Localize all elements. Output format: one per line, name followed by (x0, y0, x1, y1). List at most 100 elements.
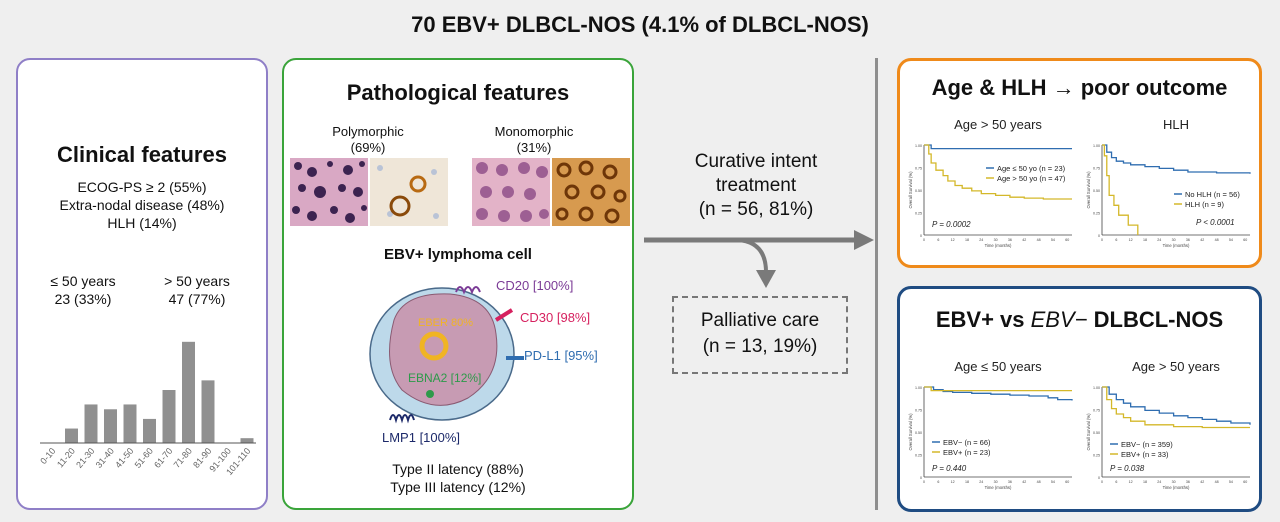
comparison-heading-a: EBV+ vs (935, 307, 1031, 332)
km-x-tick-label: 24 (979, 238, 983, 242)
km-x-tick-label: 48 (1037, 480, 1041, 484)
km-x-tick-label: 48 (1215, 238, 1219, 242)
km-x-tick-label: 60 (1243, 480, 1247, 484)
km-legend-label: Age > 50 yo (n = 47) (997, 174, 1066, 183)
histogram-tick-label: 31-40 (94, 446, 116, 470)
section-divider (875, 58, 878, 510)
pathology-heading: Pathological features (346, 80, 570, 105)
young-age-value: 23 (33%) (54, 291, 112, 307)
km-x-tick-label: 12 (951, 238, 955, 242)
km-legend-label: EBV− (n = 359) (1121, 440, 1173, 449)
lymphoma-cell-diagram (369, 286, 524, 424)
km-survival-curve (924, 144, 1072, 150)
polymorphic-label: Polymorphic (332, 124, 404, 139)
km-x-tick-label: 42 (1022, 480, 1026, 484)
km-x-axis-label: Time (months) (985, 485, 1012, 490)
km-legend-label: EBV+ (n = 33) (1121, 450, 1169, 459)
latency-type2: Type II latency (88%) (392, 461, 524, 477)
lmp1-receptor-icon (389, 414, 415, 424)
km-p-value: P = 0.038 (1110, 464, 1145, 473)
old-age-label: > 50 years (164, 273, 230, 289)
monomorphic-label: Monomorphic (494, 124, 574, 139)
km-x-tick-label: 54 (1051, 480, 1055, 484)
histogram-bar (104, 409, 117, 443)
polymorphic-ihc-image (370, 158, 448, 226)
cd30-label: CD30 [98%] (520, 310, 591, 325)
monomorphic-he-image (472, 158, 550, 226)
km-x-tick-label: 30 (994, 480, 998, 484)
ebna2-dot (426, 390, 434, 398)
cell-title: EBV+ lymphoma cell (384, 246, 532, 263)
pathological-features-panel: Pathological features Polymorphic (69%) … (282, 58, 634, 510)
km-x-tick-label: 24 (1157, 238, 1161, 242)
km-p-value: P = 0.440 (932, 464, 967, 473)
curative-treatment-text: Curative intent treatment (n = 56, 81%) (656, 150, 856, 222)
histogram-tick-label: 71-80 (172, 446, 194, 470)
km-y-tick-label: 0.50 (915, 189, 922, 193)
comparison-heading: EBV+ vs EBV− DLBCL-NOS (900, 307, 1259, 333)
cd30-receptor-icon (494, 308, 514, 322)
km-x-tick-label: 60 (1065, 480, 1069, 484)
km-x-tick-label: 30 (1172, 480, 1176, 484)
comparison-heading-c: DLBCL-NOS (1087, 307, 1224, 332)
curative-line1: Curative intent (694, 151, 818, 172)
km-p-value: P = 0.0002 (932, 220, 971, 229)
km-y-tick-label: 1.00 (1093, 144, 1100, 148)
km-x-tick-label: 36 (1186, 480, 1190, 484)
km-survival-curve (1102, 386, 1251, 425)
histogram-bar (123, 404, 137, 443)
km-survival-curve (924, 386, 1072, 392)
km-title: Age > 50 years (1132, 359, 1220, 374)
km-x-tick-label: 60 (1243, 238, 1247, 242)
palliative-care-box: Palliative care (n = 13, 19%) (672, 296, 848, 374)
km-y-tick-label: 0 (1098, 234, 1100, 238)
histogram-bar (201, 380, 215, 443)
km-y-tick-label: 0.50 (915, 431, 922, 435)
latency-type3: Type III latency (12%) (390, 479, 526, 495)
km-x-tick-label: 12 (951, 480, 955, 484)
km-survival-curve (1102, 144, 1251, 174)
palliative-arrow-line (737, 238, 768, 273)
km-legend-label: Age ≤ 50 yo (n = 23) (997, 164, 1066, 173)
pdl1-label: PD-L1 [95%] (524, 348, 598, 363)
histogram-tick-label: 41-50 (113, 446, 135, 470)
monomorphic-ihc-image (552, 158, 630, 226)
km-x-tick-label: 6 (1115, 238, 1117, 242)
km-x-tick-label: 6 (1115, 480, 1117, 484)
km-y-tick-label: 0 (1098, 476, 1100, 480)
km-y-tick-label: 1.00 (1093, 386, 1100, 390)
km-x-tick-label: 42 (1022, 238, 1026, 242)
eber-ring (419, 331, 449, 361)
clinical-features-panel: Clinical features ECOG-PS ≥ 2 (55%) Extr… (16, 58, 268, 510)
clinical-heading: Clinical features (57, 142, 227, 167)
ebna2-label: EBNA2 [12%] (408, 371, 482, 385)
km-legend-label: EBV+ (n = 23) (943, 448, 991, 457)
km-x-tick-label: 6 (937, 238, 939, 242)
km-y-tick-label: 0 (920, 476, 922, 480)
palliative-line2: (n = 13, 19%) (702, 336, 818, 357)
curative-line3: (n = 56, 81%) (698, 199, 814, 220)
km-x-tick-label: 30 (994, 238, 998, 242)
treatment-arrows (644, 230, 874, 288)
km-y-tick-label: 0.75 (915, 409, 922, 413)
km-y-tick-label: 1.00 (915, 144, 922, 148)
monomorphic-pct: (31%) (516, 140, 552, 155)
km-y-tick-label: 0 (920, 234, 922, 238)
km-x-tick-label: 36 (1186, 238, 1190, 242)
km-x-tick-label: 30 (1172, 238, 1176, 242)
km-y-tick-label: 0.75 (915, 167, 922, 171)
km-title: Age > 50 years (954, 117, 1042, 132)
km-x-axis-label: Time (months) (1163, 243, 1190, 248)
histogram-tick-label: 51-60 (133, 446, 155, 470)
km-x-axis-label: Time (months) (1163, 485, 1190, 490)
km-y-axis-label: Overall Survival (%) (1086, 413, 1091, 451)
km-y-tick-label: 0.50 (1093, 189, 1100, 193)
km-y-tick-label: 0.25 (915, 212, 922, 216)
age-histogram: 0-1011-2021-3031-4041-5051-6061-7071-808… (38, 341, 256, 477)
palliative-arrowhead-icon (756, 270, 776, 288)
histogram-bar (182, 341, 195, 443)
km-x-tick-label: 54 (1229, 480, 1233, 484)
